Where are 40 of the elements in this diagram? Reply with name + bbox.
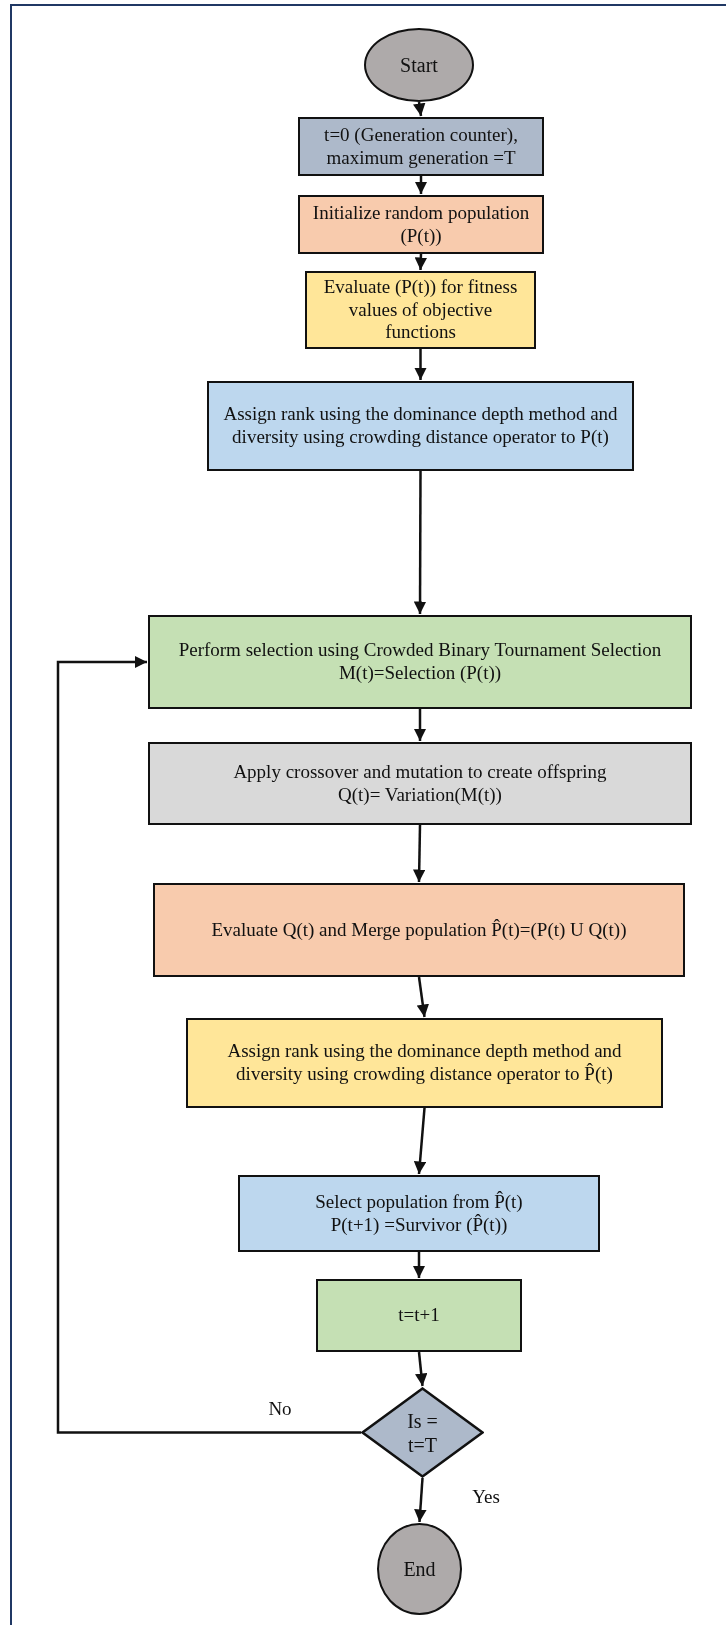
node-text: Start <box>400 53 438 77</box>
process-box <box>298 195 544 254</box>
arrow <box>56 655 361 1434</box>
arrow <box>414 176 428 194</box>
node-text: Is = t=T <box>406 1408 439 1457</box>
arrow <box>414 1477 427 1523</box>
process-box <box>316 1279 522 1352</box>
arrow <box>416 976 429 1018</box>
process-box <box>186 1018 663 1108</box>
node-text: Evaluate Q(t) and Merge population P̂(t)=(P(t) U Q(t)) <box>211 918 627 942</box>
arrow <box>412 824 426 883</box>
node-text: Perform selection using Crowded Binary Tournament Selection <box>178 639 662 662</box>
arrow <box>415 1351 428 1387</box>
process-box <box>305 271 536 349</box>
node-text: Assign rank using the dominance depth method and diversity using crowding distance operator to P(t) <box>222 403 619 449</box>
node-text: M(t)=Selection (P(t)) <box>338 662 502 685</box>
arrow <box>413 1107 427 1175</box>
node-text: Initialize random population (P(t)) <box>311 201 531 248</box>
node-text: Select population from P̂(t) <box>315 1190 523 1214</box>
node-text: Q(t)= Variation(M(t)) <box>338 783 502 807</box>
process-box <box>298 117 544 176</box>
node-text: Evaluate (P(t)) for fitness values of objective functions <box>322 275 519 345</box>
node-text: t=t+1 <box>398 1304 440 1327</box>
node-text: Assign rank using the dominance depth method and diversity using crowding distance operator to P̂(t) <box>226 1040 623 1086</box>
arrow <box>414 349 427 380</box>
node-text: t=0 (Generation counter), maximum generation =T <box>323 123 519 170</box>
node-text: Apply crossover and mutation to create offspring <box>233 760 607 784</box>
arrow <box>413 709 427 741</box>
arrow <box>414 253 428 271</box>
node-text: End <box>403 1557 436 1581</box>
process-box <box>207 381 634 471</box>
arrow <box>412 1252 426 1278</box>
process-box <box>238 1175 600 1252</box>
arrow <box>413 101 426 117</box>
process-box <box>153 883 685 977</box>
node-text: P(t+1) =Survivor (P̂(t)) <box>330 1213 508 1237</box>
decision-diamond <box>361 1387 484 1478</box>
arrow <box>413 471 427 614</box>
process-box <box>148 615 692 709</box>
process-box <box>148 742 692 825</box>
